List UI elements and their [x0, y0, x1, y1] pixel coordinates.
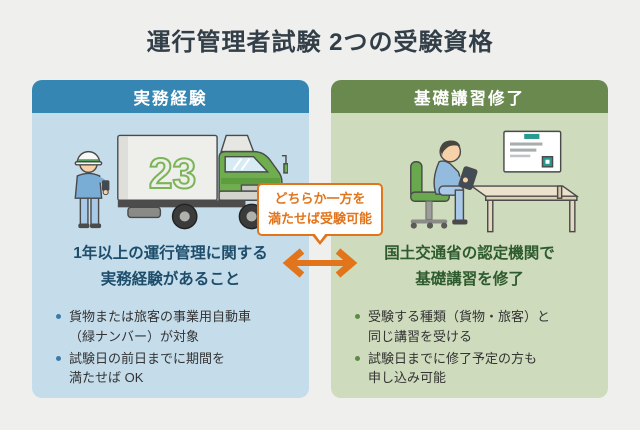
list-item: 受験する種類（貨物・旅客）と 同じ講習を受ける [355, 307, 608, 347]
bullet-text: 試験日の前日までに期間を 満たせば OK [69, 350, 226, 386]
double-arrow-icon [276, 248, 364, 283]
card-left-bullet-list: 貨物または旅客の事業用自動車 （緑ナンバー）が対象 試験日の前日までに期間を 満… [56, 307, 309, 388]
list-item: 貨物または旅客の事業用自動車 （緑ナンバー）が対象 [56, 307, 309, 347]
page-title: 運行管理者試験 2つの受験資格 [146, 29, 494, 56]
list-item: 試験日の前日までに期間を 満たせば OK [56, 349, 309, 389]
card-left-main-line1: 1年以上の運行管理に関する [73, 245, 268, 262]
study-desk-illustration [410, 130, 580, 233]
bullet-dot [355, 355, 360, 361]
bullet-text: 受験する種類（貨物・旅客）と 同じ講習を受ける [368, 309, 551, 344]
card-left-header: 実務経験 [32, 80, 309, 113]
callout-line2: 満たせば受験可能 [267, 211, 373, 227]
truck-box-number: 23 [149, 150, 196, 198]
truck-illustration: 23 [74, 134, 288, 230]
card-practical-experience: 実務経験 23 [32, 80, 309, 398]
card-left-body: 23 [32, 113, 309, 398]
bullet-dot [56, 355, 61, 361]
card-right-main-line2: 基礎講習を修了 [415, 271, 524, 288]
card-right-main-text: 国土交通省の認定機関で 基礎講習を修了 [331, 241, 608, 293]
either-condition-callout: どちらか一方を 満たせば受験可能 [256, 183, 384, 246]
card-right-bullet-list: 受験する種類（貨物・旅客）と 同じ講習を受ける 試験日までに修了予定の方も 申し… [355, 307, 608, 388]
bullet-text: 試験日までに修了予定の方も 申し込み可能 [368, 350, 538, 386]
card-left-main-line2: 実務経験があること [100, 271, 241, 288]
card-right-header: 基礎講習修了 [331, 80, 608, 113]
card-right-illustration-area [331, 113, 608, 235]
qualification-cards: 実務経験 23 [32, 80, 608, 398]
card-left-main-text: 1年以上の運行管理に関する 実務経験があること [32, 241, 309, 293]
bullet-text: 貨物または旅客の事業用自動車 （緑ナンバー）が対象 [69, 309, 252, 344]
card-right-body: 国土交通省の認定機関で 基礎講習を修了 受験する種類（貨物・旅客）と 同じ講習を… [331, 113, 608, 398]
card-right-main-line1: 国土交通省の認定機関で [384, 245, 555, 262]
bullet-dot [355, 314, 360, 319]
callout-line1: どちらか一方を [274, 191, 366, 206]
bullet-dot [56, 314, 61, 319]
card-basic-course: 基礎講習修了 [331, 80, 608, 398]
list-item: 試験日までに修了予定の方も 申し込み可能 [355, 349, 608, 389]
